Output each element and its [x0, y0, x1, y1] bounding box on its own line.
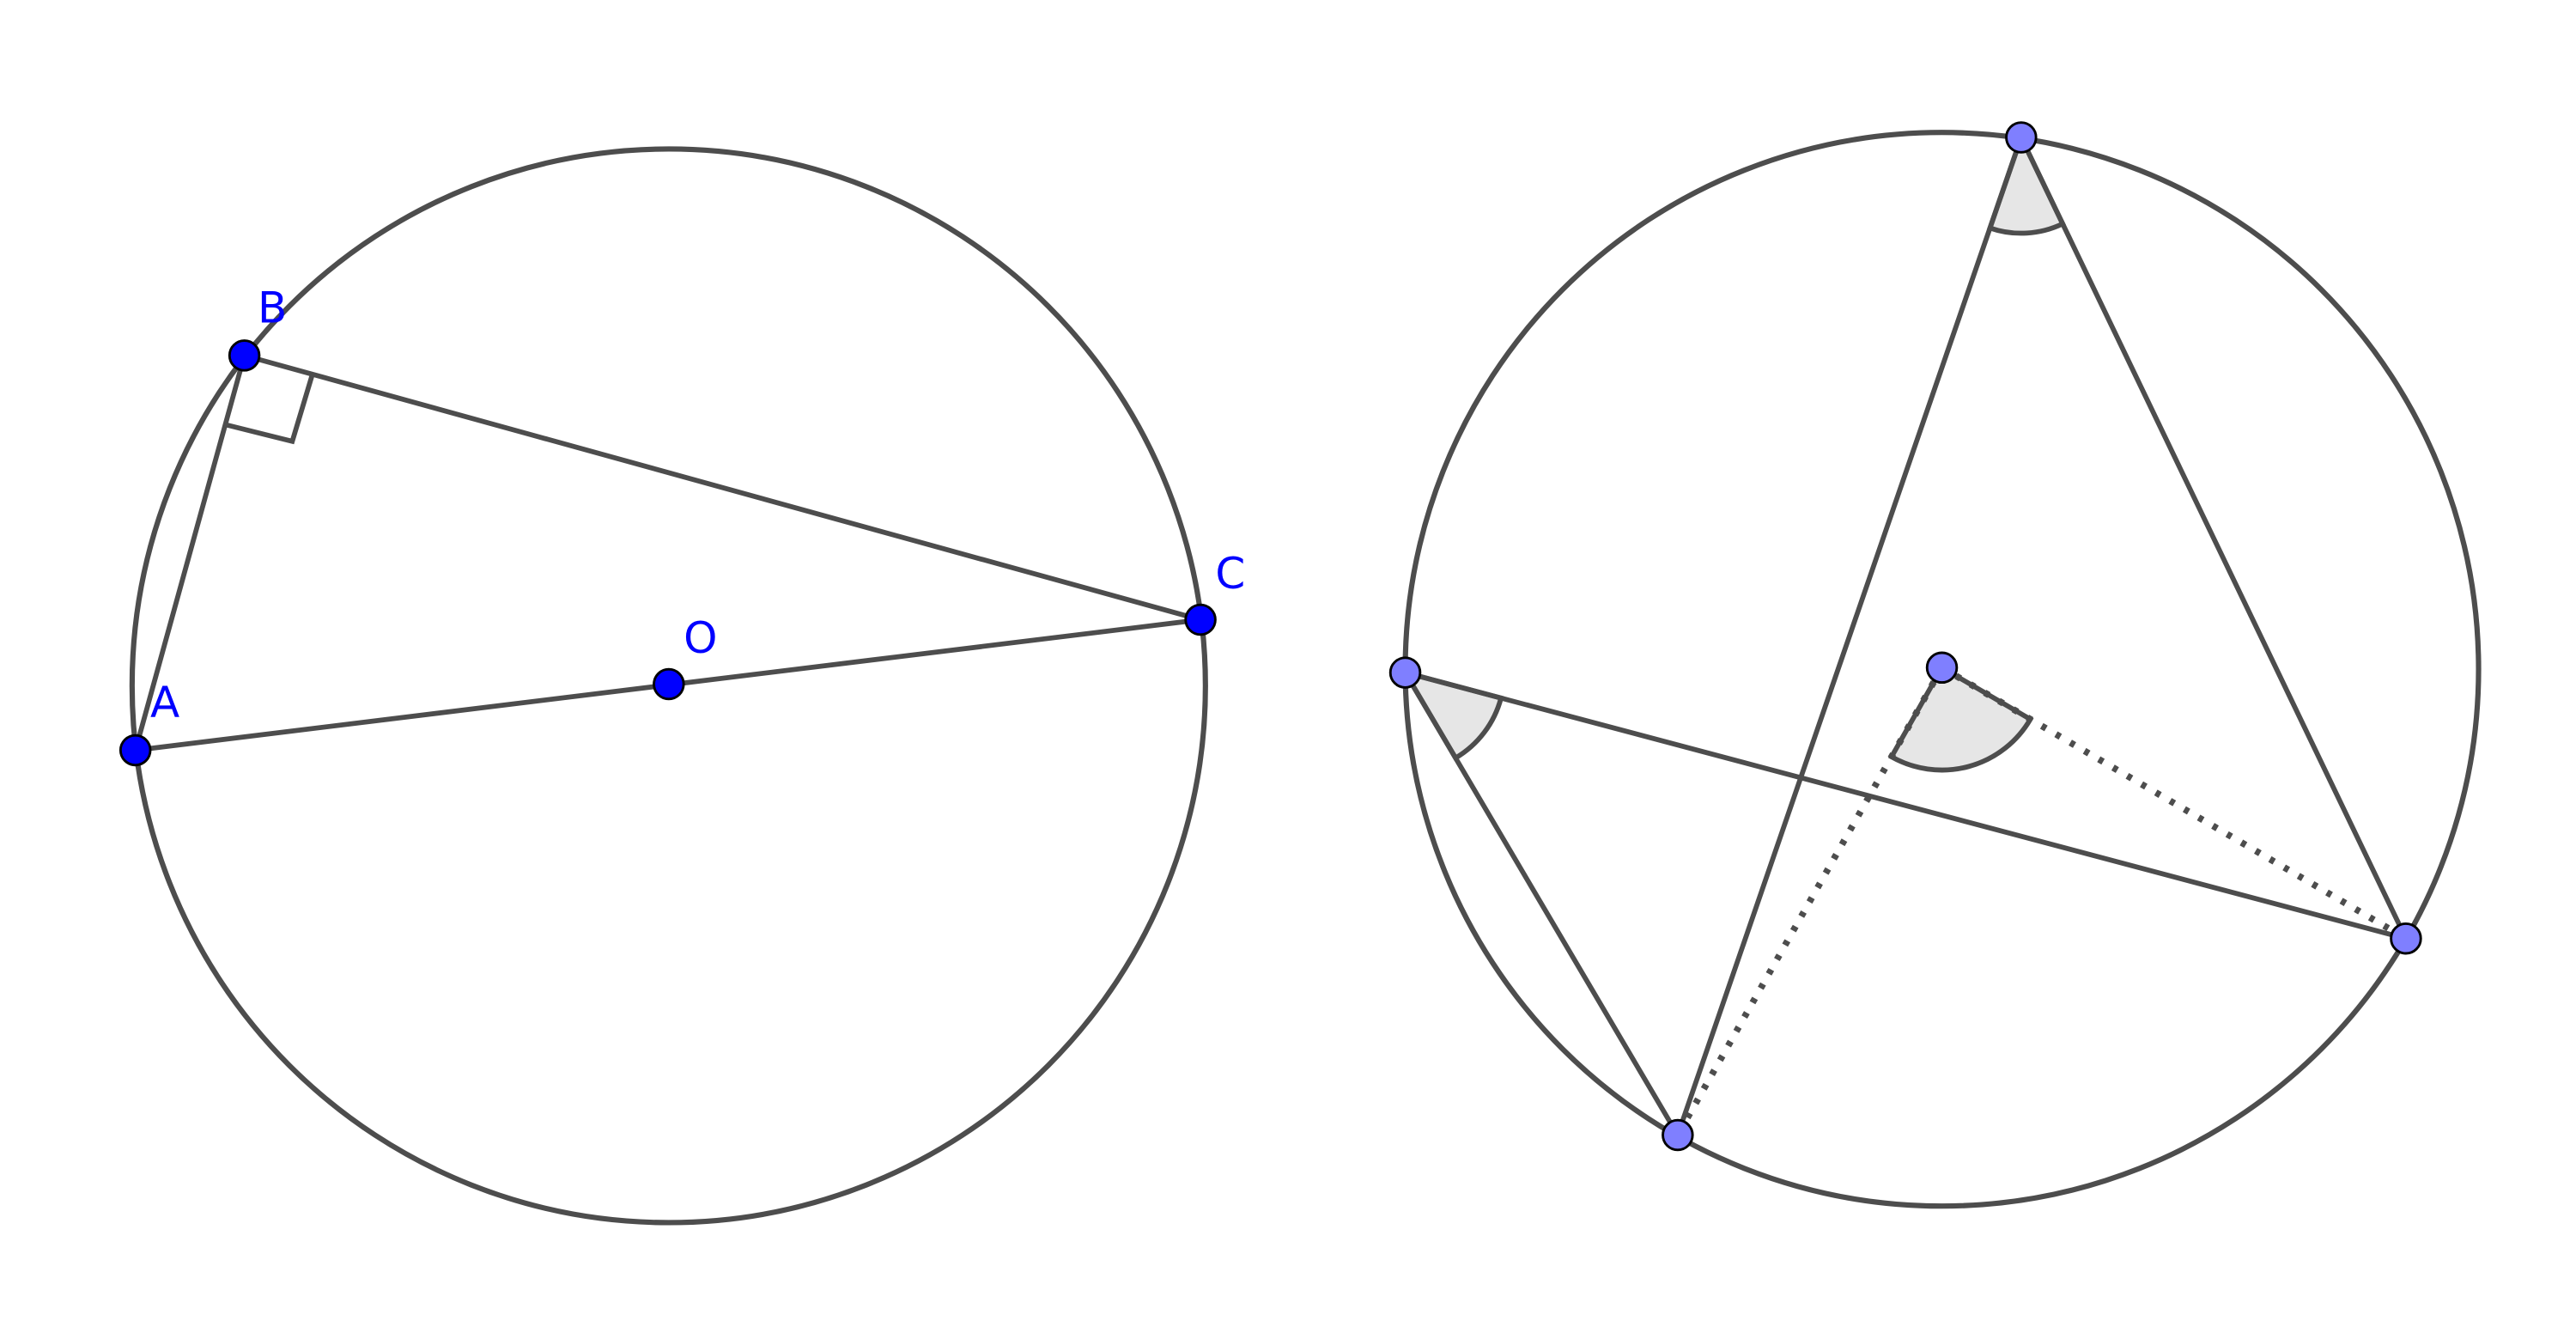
right-figure — [1388, 121, 2482, 1209]
label-o: O — [683, 613, 717, 663]
point-c[interactable] — [1184, 603, 1217, 636]
point-o[interactable] — [653, 667, 685, 701]
label-c: C — [1215, 549, 1245, 599]
chord-top-right — [2018, 135, 2409, 941]
right-angle-marker — [223, 373, 315, 445]
left-figure: A B C O — [118, 146, 1245, 1226]
point-top[interactable] — [2005, 121, 2038, 154]
point-left[interactable] — [1388, 656, 1422, 689]
segment-bc — [241, 352, 1203, 623]
radius-bottom-dotted — [1674, 666, 1945, 1137]
point-right[interactable] — [2390, 922, 2422, 955]
chord-top-bottom — [1674, 135, 2024, 1138]
label-b: B — [258, 283, 287, 332]
segment-ab — [132, 352, 247, 753]
point-a[interactable] — [118, 734, 152, 767]
point-b[interactable] — [228, 339, 261, 372]
circle-o — [129, 146, 1208, 1226]
radius-right-dotted — [1940, 664, 2408, 942]
point-bottom[interactable] — [1662, 1118, 1694, 1152]
chord-left-right — [1402, 670, 2409, 941]
point-center[interactable] — [1925, 651, 1959, 685]
label-a: A — [150, 678, 179, 727]
central-angle — [1887, 664, 2034, 773]
chord-left-bottom — [1402, 670, 1680, 1138]
inscribed-angle-top — [1986, 131, 2067, 236]
